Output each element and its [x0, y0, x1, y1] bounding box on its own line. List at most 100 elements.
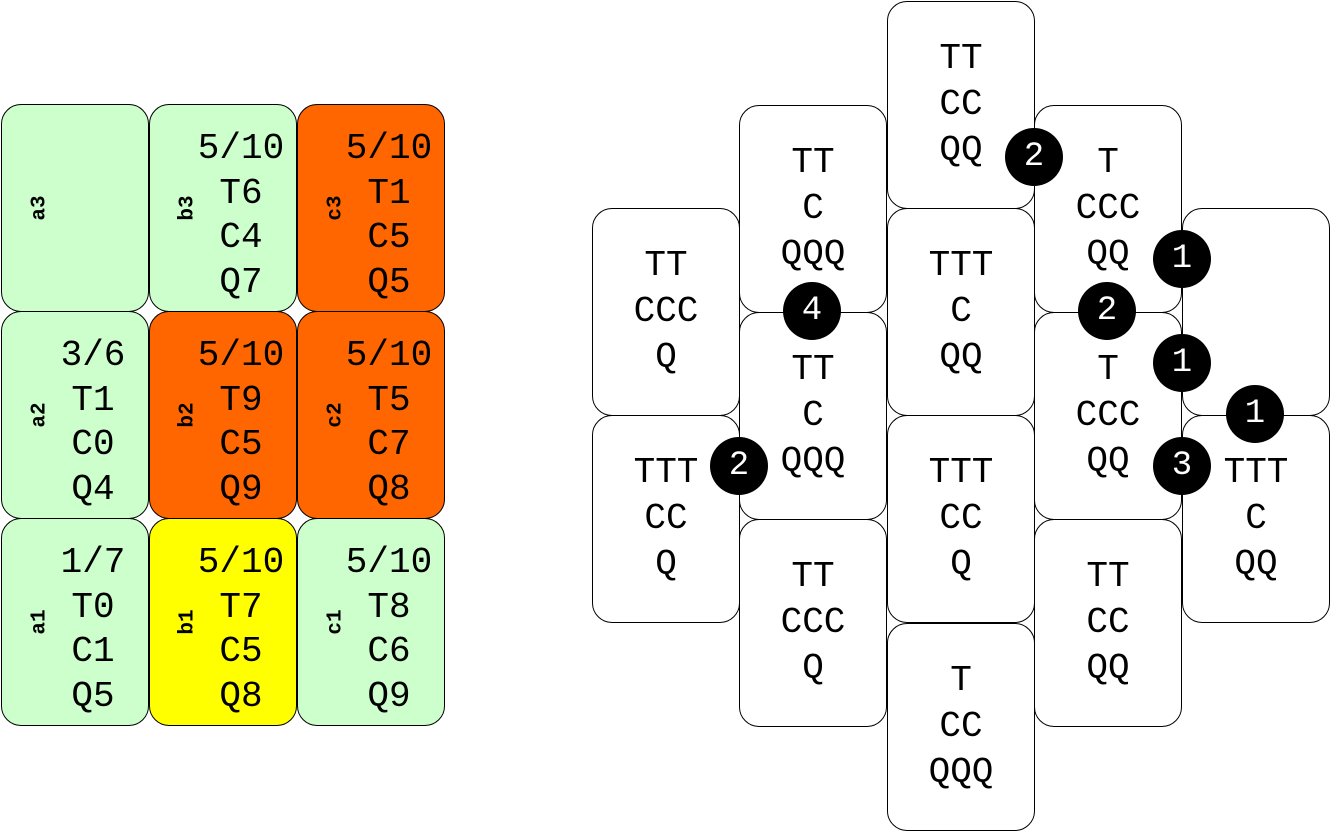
cell-ratio: 5/10 [345, 542, 433, 583]
tile-values: TTT C QQ [1183, 450, 1329, 588]
cell-value: Q5 [71, 675, 115, 717]
cell-value: C1 [71, 631, 115, 672]
tile-line: C [950, 291, 972, 332]
tile-line: T [1097, 349, 1119, 390]
tile-line: QQ [1086, 441, 1130, 482]
cell-value: T1 [71, 379, 115, 421]
tile-line: Q [950, 544, 972, 585]
cell-value: C5 [219, 631, 263, 672]
cell-value: Q9 [367, 675, 411, 717]
cell-value: Q9 [219, 468, 263, 510]
tile-line: CC [939, 706, 983, 747]
grid-cell-a3: a3 [1, 104, 149, 312]
tile-line: TT [1086, 556, 1130, 597]
tile-line: CC [939, 84, 983, 125]
tile-line: TT [791, 142, 835, 183]
tile-line: Q [655, 544, 677, 585]
count-badge: 2 [1005, 128, 1063, 186]
cell-label: a3 [28, 195, 52, 221]
cell-ratio: 5/10 [197, 335, 285, 376]
cell-value: C0 [71, 424, 115, 465]
tile-line: CC [1086, 602, 1130, 643]
count-badge: 1 [1226, 385, 1284, 443]
count-badge: 1 [1153, 230, 1211, 288]
cell-value: Q4 [71, 468, 115, 510]
tile-line: CCC [1075, 188, 1141, 229]
cell-value: Q7 [219, 261, 263, 303]
tile-line: TTT [633, 452, 699, 493]
tile-line: C [802, 395, 824, 436]
cell-value: C5 [219, 424, 263, 465]
tile-line: QQQ [928, 752, 994, 793]
cell-ratio: 5/10 [345, 335, 433, 376]
cell-value: C6 [367, 631, 411, 672]
tile-line: QQQ [780, 234, 846, 275]
tile-line: QQ [1234, 544, 1278, 585]
cell-value: C7 [367, 424, 411, 465]
tile-line: CCC [1075, 395, 1141, 436]
tile-line: QQ [1086, 648, 1130, 689]
tile-values: T CC QQQ [888, 658, 1034, 796]
cell-ratio: 1/7 [60, 542, 126, 583]
cell-value: Q5 [367, 261, 411, 303]
tile: TTT C QQ [1182, 415, 1330, 623]
tile-line: CCC [780, 602, 846, 643]
tile-line: C [1245, 498, 1267, 539]
tile-line: CC [939, 498, 983, 539]
tile-line: QQ [939, 130, 983, 171]
cell-value: Q8 [367, 468, 411, 510]
cell-value: C5 [367, 217, 411, 258]
cell-value: T6 [219, 172, 263, 214]
tile-line: TT [939, 38, 983, 79]
cell-value: T8 [367, 586, 411, 628]
tile-values: TT CC QQ [1035, 554, 1181, 692]
tile-values: TT C QQQ [740, 140, 886, 278]
cell-value: T1 [367, 172, 411, 214]
tile: TT C QQQ [739, 105, 887, 313]
count-badge: 3 [1153, 437, 1211, 495]
tile-line: TT [791, 349, 835, 390]
count-badge: 2 [1078, 282, 1136, 340]
cell-value: T7 [219, 586, 263, 628]
tile-line: TTT [1223, 452, 1289, 493]
cell-value: Q8 [219, 675, 263, 717]
tile-line: Q [802, 648, 824, 689]
tile-line: T [950, 660, 972, 701]
tile-values: T CCC QQ [1035, 347, 1181, 485]
tile-line: Q [655, 337, 677, 378]
tile [1182, 208, 1330, 416]
cell-value: T5 [367, 379, 411, 421]
tile-line: TT [644, 245, 688, 286]
tile-line: QQ [1086, 234, 1130, 275]
tile-line: QQ [939, 337, 983, 378]
count-badge: 2 [710, 437, 768, 495]
cell-value: T9 [219, 379, 263, 421]
tile-line: C [802, 188, 824, 229]
cell-ratio: 3/6 [60, 335, 126, 376]
count-badge: 1 [1153, 334, 1211, 392]
